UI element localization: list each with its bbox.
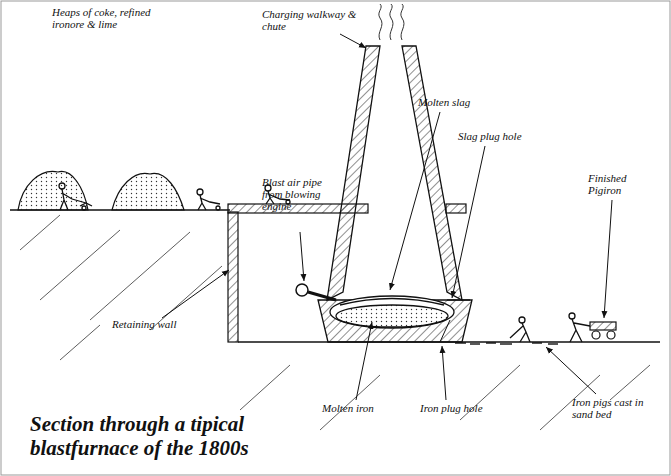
- workers: [82, 206, 86, 210]
- sand-bed-pigs: [548, 343, 558, 344]
- blast-air-pipe: [296, 284, 308, 296]
- furnace-stack: [336, 305, 448, 327]
- blast-air-pipe: [296, 284, 336, 300]
- ground-hatching: [240, 365, 290, 410]
- sand-bed-pigs: [486, 342, 496, 343]
- part-label: Iron pigs cast in sand bed: [572, 396, 652, 420]
- leader-lines: [604, 200, 612, 318]
- blast-air-pipe: [308, 292, 336, 300]
- leader-lines: [452, 146, 485, 298]
- coke-heaps: [18, 171, 184, 210]
- coke-heaps: [18, 171, 88, 210]
- pig-cart: [590, 322, 616, 330]
- furnace-stack: [330, 296, 454, 328]
- sand-bed-pigs: [455, 343, 558, 344]
- ground-hatching: [610, 365, 650, 400]
- workers: [60, 189, 72, 210]
- leader-lines: [390, 112, 440, 290]
- workers: [569, 313, 575, 319]
- furnace-stack: [402, 46, 462, 300]
- diagram-title: Section through a tipical blastfurnace o…: [30, 412, 320, 460]
- leader-lines: [162, 34, 612, 400]
- furnace-stack: [318, 46, 472, 342]
- ground-hatching: [20, 215, 60, 250]
- charging-walkway: [446, 204, 466, 213]
- leader-lines: [356, 322, 372, 400]
- furnace-stack: [440, 320, 450, 342]
- workers: [216, 206, 220, 210]
- ground-hatching: [90, 232, 190, 320]
- smoke: [379, 4, 404, 40]
- sand-bed-pigs: [470, 343, 480, 344]
- leader-lines: [546, 347, 596, 394]
- sand-bed-pigs: [500, 343, 512, 344]
- retaining-wall: [228, 212, 238, 342]
- workers: [197, 189, 203, 195]
- pig-cart: [590, 322, 616, 339]
- ground-hatching: [40, 230, 120, 300]
- workers: [59, 183, 65, 189]
- smoke: [401, 4, 404, 40]
- part-label: Blast air pipe from blowing engine: [262, 176, 344, 212]
- leader-lines: [442, 346, 446, 400]
- workers: [519, 317, 525, 323]
- part-label: Molten iron: [322, 402, 412, 414]
- part-label: Molten slag: [418, 96, 508, 108]
- furnace-stack: [447, 299, 470, 300]
- furnace-stack: [340, 299, 444, 306]
- smoke: [390, 4, 393, 40]
- part-label: Heaps of coke, refined ironore & lime: [52, 6, 182, 30]
- workers: [72, 199, 92, 206]
- workers: [570, 319, 590, 342]
- sand-bed-pigs: [532, 342, 542, 343]
- part-label: Slag plug hole: [458, 130, 558, 142]
- sand-bed-pigs: [455, 342, 466, 343]
- workers: [59, 183, 590, 342]
- pig-cart: [592, 331, 600, 339]
- workers: [198, 195, 220, 210]
- pig-cart: [607, 331, 615, 339]
- part-label: Iron plug hole: [420, 402, 510, 414]
- part-label: Retaining wall: [112, 318, 222, 330]
- part-label: Charging walkway & chute: [262, 8, 372, 32]
- part-label: Finished Pigiron: [588, 172, 658, 196]
- workers: [510, 323, 530, 342]
- furnace-stack: [327, 46, 380, 300]
- leader-lines: [300, 232, 304, 281]
- leader-lines: [340, 34, 366, 48]
- smoke: [379, 4, 382, 40]
- coke-heaps: [112, 173, 184, 210]
- ground-hatching: [60, 325, 100, 360]
- leader-lines: [162, 270, 229, 318]
- retaining-wall: [228, 212, 238, 342]
